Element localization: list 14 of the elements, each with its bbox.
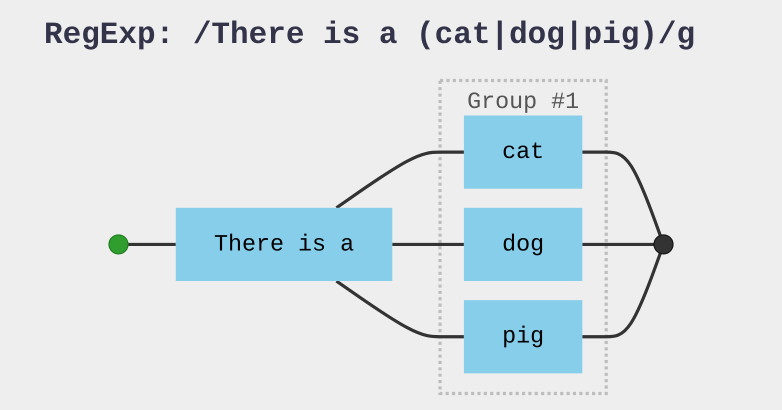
node-box: pig: [464, 300, 582, 374]
connector: [336, 150, 464, 210]
node-circle: [108, 234, 129, 254]
connector: [392, 242, 464, 246]
connector: [336, 280, 464, 338]
diagram-title: RegExp: /There is a (cat|dog|pig)/g: [44, 18, 696, 53]
node-circle: [653, 234, 674, 254]
connector: [582, 252, 662, 338]
node-box: There is a: [176, 208, 392, 282]
connector: [128, 242, 176, 246]
connector: [582, 242, 654, 246]
node-box: dog: [464, 208, 582, 282]
connector: [582, 150, 662, 236]
node-box: cat: [464, 116, 582, 189]
